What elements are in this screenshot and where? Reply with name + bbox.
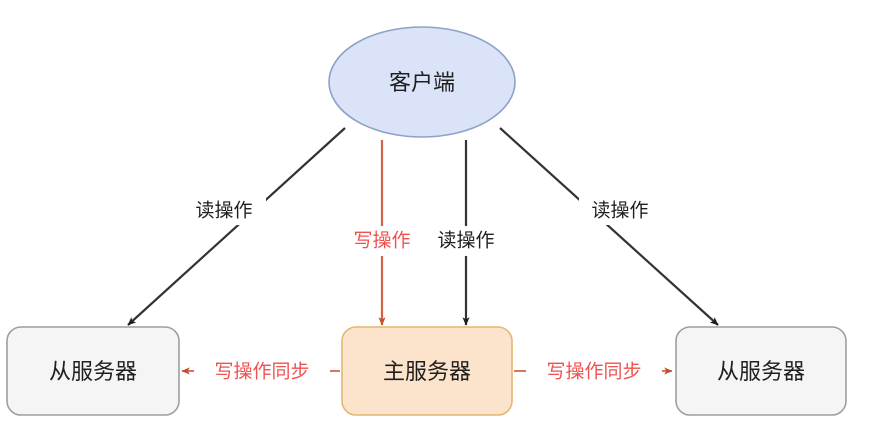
edge-master-sync-to-slave-right: 写操作同步 xyxy=(514,357,673,385)
edge-label-backdrop-sync-left xyxy=(194,357,330,385)
edge-line-read-left xyxy=(127,127,346,326)
node-slave-right[interactable]: 从服务器 xyxy=(675,326,847,416)
edge-label-backdrop-read-right xyxy=(579,195,662,225)
node-client[interactable]: 客户端 xyxy=(328,26,516,138)
edge-label-backdrop-read-left xyxy=(183,195,266,225)
edge-label-backdrop-write-center xyxy=(341,226,424,256)
edge-label-backdrop-sync-right xyxy=(526,357,662,385)
node-slave-left-label: 从服务器 xyxy=(49,360,137,385)
edge-label-write-center: 写操作 xyxy=(353,230,410,252)
node-master-shape[interactable] xyxy=(341,326,513,416)
node-master[interactable]: 主服务器 xyxy=(341,326,513,416)
edge-client-read-to-master: 读操作 xyxy=(425,140,508,326)
edge-label-backdrop-read-center xyxy=(425,226,508,256)
edge-label-read-left: 读操作 xyxy=(195,200,252,222)
node-slave-left[interactable]: 从服务器 xyxy=(6,326,180,416)
edge-line-read-right xyxy=(499,127,719,326)
edge-master-sync-to-slave-left: 写操作同步 xyxy=(181,357,340,385)
edge-label-read-center: 读操作 xyxy=(437,230,494,252)
node-slave-right-label: 从服务器 xyxy=(717,360,805,385)
node-client-label: 客户端 xyxy=(389,71,455,96)
edge-label-read-right: 读操作 xyxy=(591,200,648,222)
node-slave-left-shape[interactable] xyxy=(6,326,180,416)
edge-label-sync-right: 写操作同步 xyxy=(546,361,641,383)
edge-label-sync-left: 写操作同步 xyxy=(214,361,309,383)
edge-client-to-slave-left: 读操作 xyxy=(127,127,346,326)
node-client-shape[interactable] xyxy=(328,26,516,138)
node-slave-right-shape[interactable] xyxy=(675,326,847,416)
node-master-label: 主服务器 xyxy=(383,360,471,385)
edge-client-to-slave-right: 读操作 xyxy=(499,127,719,326)
edge-client-write-to-master: 写操作 xyxy=(341,140,424,326)
